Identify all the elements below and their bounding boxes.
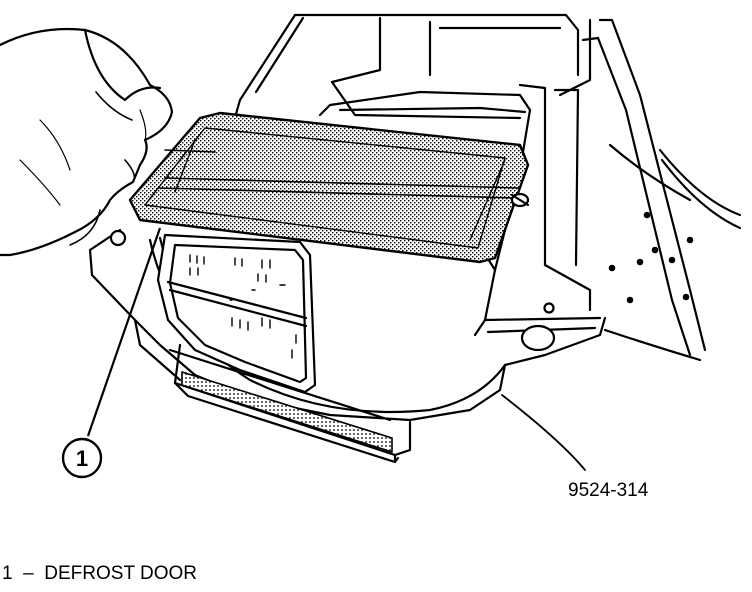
- heater-housing: [0, 13, 742, 471]
- legend-item-number: 1: [2, 563, 13, 584]
- legend-separator: –: [23, 563, 34, 584]
- callout-1: 1: [61, 227, 162, 479]
- figure-reference-code: 9524-314: [568, 480, 649, 501]
- legend: 1 – DEFROST DOOR: [2, 563, 197, 585]
- callout-number: 1: [76, 446, 88, 471]
- callout-circle: [61, 437, 103, 479]
- leader-line: [86, 227, 162, 437]
- legend-item-label: DEFROST DOOR: [44, 563, 197, 584]
